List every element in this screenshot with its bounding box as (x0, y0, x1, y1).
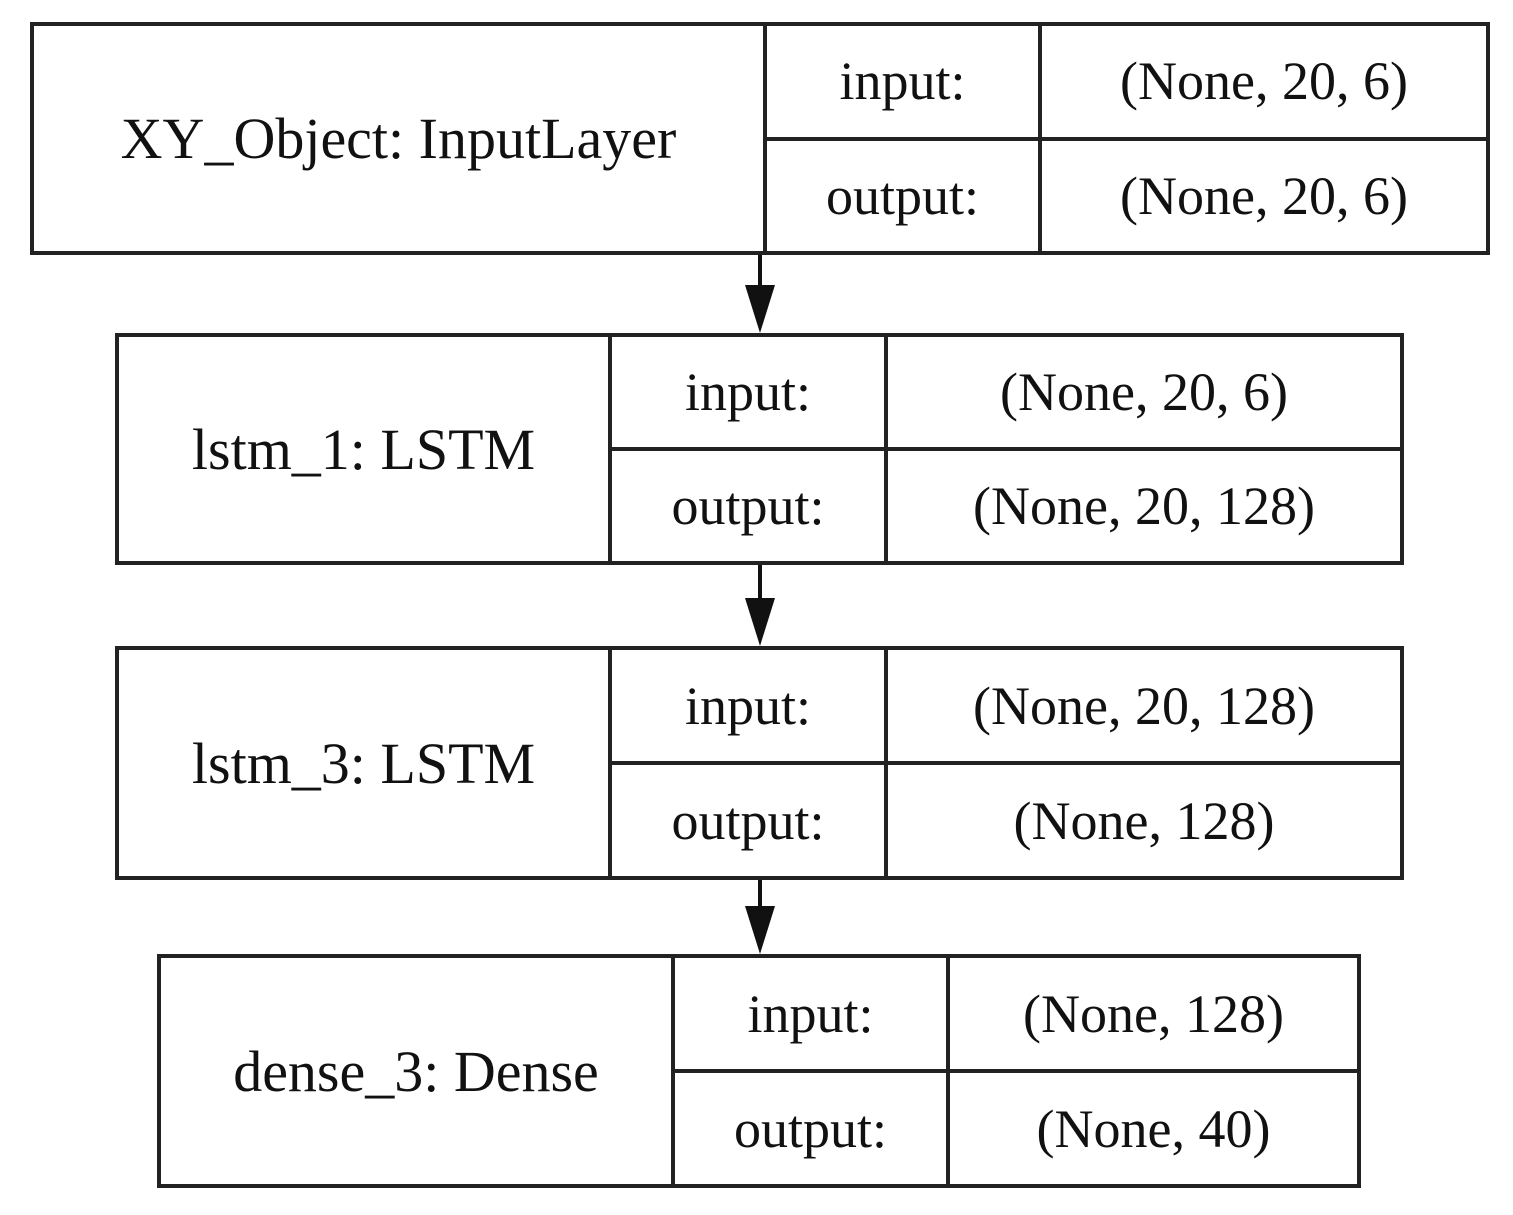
output-shape: (None, 128) (1013, 790, 1275, 851)
output-row: output: (None, 40) (675, 1069, 1357, 1184)
input-row: input: (None, 128) (675, 958, 1357, 1069)
layer-ports: input: (None, 20, 6) output: (None, 20, … (767, 26, 1486, 251)
input-shape: (None, 128) (1023, 983, 1284, 1044)
edge-2-to-3 (745, 880, 775, 954)
layer-name: XY_Object: InputLayer (34, 26, 767, 251)
output-shape: (None, 20, 6) (1120, 165, 1408, 226)
edge-1-to-2 (745, 565, 775, 646)
output-label: output: (767, 140, 1042, 251)
layer-node-lstm-1: lstm_1: LSTM input: (None, 20, 6) output… (115, 333, 1404, 565)
output-row: output: (None, 20, 128) (612, 447, 1400, 561)
output-row: output: (None, 20, 6) (767, 136, 1486, 251)
input-row: input: (None, 20, 128) (612, 650, 1400, 761)
layer-node-dense-3: dense_3: Dense input: (None, 128) output… (157, 954, 1361, 1188)
input-shape: (None, 20, 6) (1000, 362, 1288, 422)
layer-name: lstm_1: LSTM (119, 337, 612, 561)
layer-name: dense_3: Dense (161, 958, 675, 1184)
input-shape: (None, 20, 128) (973, 675, 1315, 736)
layer-ports: input: (None, 20, 128) output: (None, 12… (612, 650, 1400, 876)
input-row: input: (None, 20, 6) (612, 337, 1400, 447)
layer-ports: input: (None, 20, 6) output: (None, 20, … (612, 337, 1400, 561)
layer-node-lstm-3: lstm_3: LSTM input: (None, 20, 128) outp… (115, 646, 1404, 880)
output-label: output: (675, 1073, 950, 1184)
input-row: input: (None, 20, 6) (767, 26, 1486, 137)
layer-ports: input: (None, 128) output: (None, 40) (675, 958, 1357, 1184)
input-label: input: (612, 337, 888, 447)
edge-0-to-1 (745, 255, 775, 333)
input-shape: (None, 20, 6) (1120, 51, 1408, 112)
output-row: output: (None, 128) (612, 761, 1400, 876)
output-shape: (None, 40) (1036, 1098, 1271, 1159)
layer-name: lstm_3: LSTM (119, 650, 612, 876)
input-label: input: (675, 958, 950, 1069)
input-label: input: (612, 650, 888, 761)
output-shape: (None, 20, 128) (973, 476, 1315, 536)
output-label: output: (612, 451, 888, 561)
output-label: output: (612, 765, 888, 876)
input-label: input: (767, 26, 1042, 137)
layer-node-xy-object: XY_Object: InputLayer input: (None, 20, … (30, 22, 1490, 255)
